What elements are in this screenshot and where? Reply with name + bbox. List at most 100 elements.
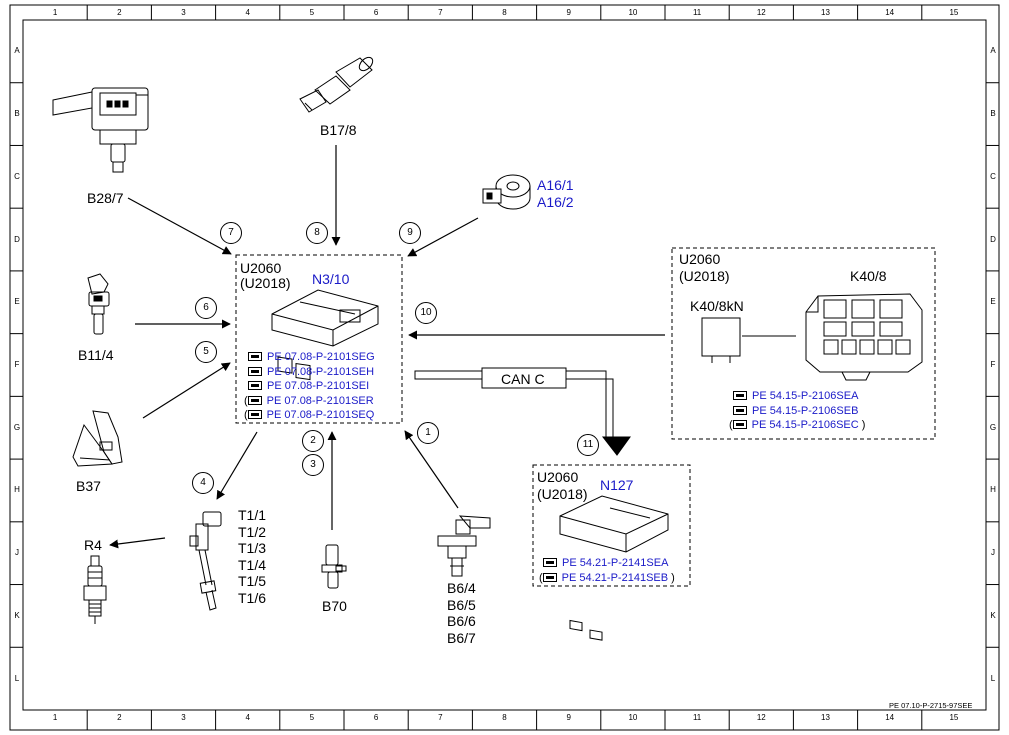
arrow-b28-7 — [127, 197, 232, 255]
grid-row-label: H — [990, 485, 996, 495]
a16-knock-sensor-sketch — [482, 174, 531, 210]
reference-text[interactable]: PE 54.21-P-2141SEA — [562, 557, 669, 569]
k40-variant-alt: (U2018) — [679, 268, 730, 284]
can-bus-arrowhead — [603, 437, 630, 455]
label-b70: B70 — [322, 598, 347, 614]
reference-text[interactable]: PE 54.15-P-2106SEA — [752, 390, 859, 402]
reference-text[interactable]: PE 54.21-P-2141SEB — [561, 571, 669, 584]
pointing-hand-icon — [733, 391, 747, 400]
grid-row-label: G — [13, 422, 21, 432]
pointing-hand-icon — [732, 420, 747, 429]
grid-column-label: 11 — [692, 713, 702, 722]
n127-reference-2[interactable]: (PE 54.21-P-2141SEB ) — [539, 571, 675, 586]
label-b17-8: B17/8 — [320, 122, 357, 138]
n3-10-ecu-sketch — [271, 289, 379, 381]
can-bus-label: CAN C — [501, 371, 545, 387]
reference-paren: ( — [729, 419, 733, 431]
grid-column-label: 4 — [245, 8, 250, 17]
callout-4: 4 — [192, 472, 214, 494]
grid-row-label: H — [14, 485, 20, 495]
grid-column-label: 6 — [373, 8, 379, 17]
grid-column-label: 1 — [52, 8, 58, 17]
grid-column-label: 5 — [309, 713, 315, 722]
reference-text[interactable]: PE 54.15-P-2106SEC — [751, 419, 859, 431]
grid-column-label: 14 — [885, 713, 895, 722]
k40-variant: U2060 — [679, 251, 721, 267]
ecu-variant: U2060 — [240, 260, 282, 276]
grid-row-label: L — [990, 673, 996, 683]
reference-text[interactable]: PE 07.08-P-2101SER — [266, 394, 374, 407]
grid-column-label: 8 — [502, 8, 507, 17]
pointing-hand-icon — [248, 352, 262, 361]
pointing-hand-icon — [247, 395, 262, 405]
n127-box-border — [532, 464, 691, 587]
inner-border — [22, 19, 987, 711]
b11-4-sensor-sketch — [87, 273, 110, 335]
label-b11-4: B11/4 — [78, 347, 114, 363]
k40-name: K40/8 — [850, 268, 887, 284]
ecu-reference-1[interactable]: PE 07.08-P-2101SEG — [244, 350, 375, 365]
callout-1: 1 — [417, 422, 439, 444]
pointing-hand-icon — [248, 366, 262, 376]
label-a16-1: A16/1 — [537, 177, 574, 193]
reference-paren: ( — [244, 394, 248, 407]
k40-reference-2[interactable]: PE 54.15-P-2106SEB — [729, 404, 865, 419]
k40-8-fuse-box-sketch — [805, 293, 923, 381]
ecu-reference-3[interactable]: PE 07.08-P-2101SEI — [244, 379, 375, 394]
callout-3: 3 — [302, 454, 324, 476]
grid-column-label: 15 — [949, 713, 959, 722]
grid-row-label: D — [990, 234, 996, 244]
label-b6-6: B6/6 — [447, 613, 476, 629]
reference-text[interactable]: PE 07.08-P-2101SEI — [267, 380, 370, 392]
reference-paren-close: ) — [858, 419, 866, 431]
n127-control-unit-sketch — [559, 495, 669, 641]
callout-2: 2 — [302, 430, 324, 452]
grid-column-label: 2 — [117, 713, 122, 722]
reference-paren-close: ) — [668, 571, 675, 584]
pointing-hand-icon — [248, 381, 262, 390]
pointing-hand-icon — [733, 405, 747, 415]
ecu-reference-4[interactable]: ( PE 07.08-P-2101SER — [244, 394, 375, 409]
label-b37: B37 — [76, 478, 101, 494]
k40-reference-3[interactable]: ( PE 54.15-P-2106SEC ) — [729, 418, 865, 433]
ecu-reference-2[interactable]: PE 07.08-P-2101SEH — [244, 365, 375, 380]
grid-row-label: C — [990, 171, 996, 181]
grid-row-label: J — [15, 548, 19, 558]
grid-column-label: 15 — [949, 8, 959, 17]
reference-text[interactable]: PE 07.08-P-2101SEG — [267, 351, 375, 363]
n127-reference-1[interactable]: PE 54.21-P-2141SEA — [539, 556, 675, 571]
arrow-b6 — [404, 430, 459, 509]
ecu-box-border — [235, 254, 403, 424]
callout-7: 7 — [220, 222, 242, 244]
grid-column-label: 5 — [309, 8, 315, 17]
reference-text[interactable]: PE 54.15-P-2106SEB — [752, 404, 859, 417]
ecu-variant-alt: (U2018) — [240, 275, 291, 291]
grid-column-label: 11 — [692, 8, 702, 17]
b70-sensor-sketch — [321, 544, 347, 589]
grid-row-label: B — [990, 109, 996, 119]
k40-reference-1[interactable]: PE 54.15-P-2106SEA — [729, 389, 865, 404]
reference-text[interactable]: PE 07.08-P-2101SEQ — [266, 409, 375, 421]
grid-column-label: 3 — [181, 713, 186, 722]
grid-row-label: J — [991, 548, 995, 558]
reference-paren: ( — [244, 409, 248, 421]
grid-column-label: 14 — [885, 8, 895, 17]
can-label-box — [481, 367, 567, 389]
ecu-reference-list: PE 07.08-P-2101SEG PE 07.08-P-2101SEH PE 0… — [244, 350, 375, 423]
grid-row-label: A — [990, 46, 996, 56]
grid-row-label: G — [989, 422, 997, 432]
reference-text[interactable]: PE 07.08-P-2101SEH — [267, 365, 375, 378]
arrow-ignition-coils — [216, 431, 258, 500]
grid-column-label: 13 — [821, 8, 830, 17]
label-t1-3: T1/3 — [238, 540, 267, 556]
label-r4: R4 — [84, 537, 102, 553]
callout-8: 8 — [306, 222, 328, 244]
grid-column-label: 7 — [438, 713, 443, 722]
grid-row-label: C — [14, 171, 20, 181]
label-t1-6: T1/6 — [238, 589, 267, 606]
grid-row-label: B — [14, 109, 20, 119]
outer-border — [9, 4, 1000, 731]
ecu-reference-5[interactable]: ( PE 07.08-P-2101SEQ — [244, 408, 375, 423]
k40-8kn-relay-sketch — [701, 317, 741, 363]
